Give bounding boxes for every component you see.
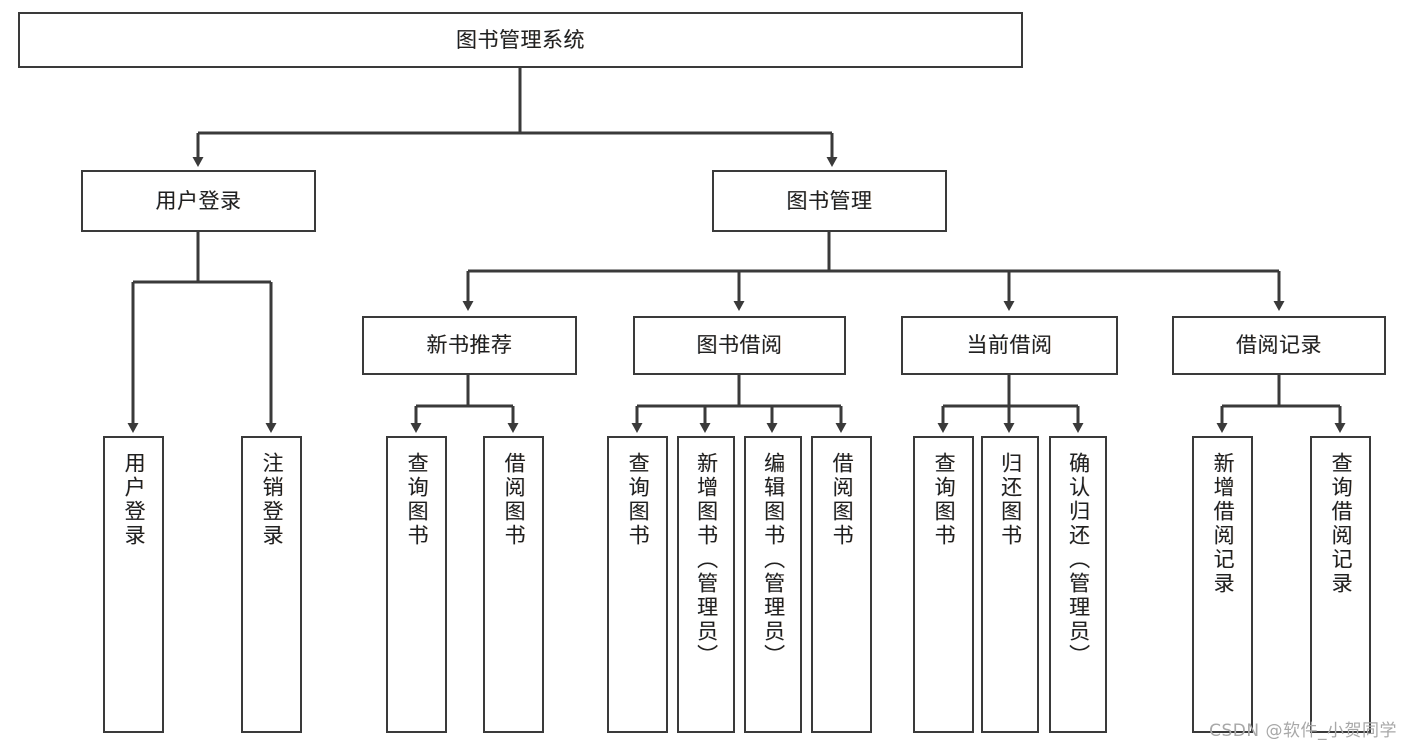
node-current-borrow[interactable]: 当前借阅 bbox=[901, 316, 1118, 375]
node-label: 查询图书 bbox=[932, 452, 957, 548]
node-label: 图书管理系统 bbox=[456, 27, 585, 52]
node-label: 查询图书 bbox=[626, 452, 651, 548]
leaf-borrow-record-add-record[interactable]: 新增借阅记录 bbox=[1192, 436, 1253, 733]
node-label: 借阅图书 bbox=[830, 452, 855, 548]
leaf-borrow-record-query-record[interactable]: 查询借阅记录 bbox=[1310, 436, 1371, 733]
node-user-login[interactable]: 用户登录 bbox=[81, 170, 316, 232]
node-label: 查询借阅记录 bbox=[1329, 452, 1354, 596]
node-label: 当前借阅 bbox=[966, 333, 1053, 358]
leaf-current-borrow-confirm-return-admin[interactable]: 确认归还（管理员） bbox=[1049, 436, 1107, 733]
node-label: 查询图书 bbox=[405, 452, 430, 548]
node-label: 新增图书（管理员） bbox=[694, 452, 719, 668]
leaf-book-borrow-add-book-admin[interactable]: 新增图书（管理员） bbox=[677, 436, 735, 733]
node-label: 编辑图书（管理员） bbox=[761, 452, 786, 668]
leaf-user-login-logout[interactable]: 注销登录 bbox=[241, 436, 302, 733]
node-label: 确认归还（管理员） bbox=[1066, 452, 1091, 668]
leaf-book-borrow-edit-book-admin[interactable]: 编辑图书（管理员） bbox=[744, 436, 802, 733]
node-root-book-management-system[interactable]: 图书管理系统 bbox=[18, 12, 1023, 68]
leaf-current-borrow-return-book[interactable]: 归还图书 bbox=[981, 436, 1039, 733]
node-label: 新书推荐 bbox=[426, 333, 513, 358]
node-label: 归还图书 bbox=[998, 452, 1023, 548]
node-label: 图书管理 bbox=[786, 188, 873, 213]
node-borrow-record[interactable]: 借阅记录 bbox=[1172, 316, 1386, 375]
node-label: 借阅图书 bbox=[502, 452, 527, 548]
node-label: 用户登录 bbox=[155, 188, 242, 213]
node-label: 用户登录 bbox=[122, 452, 147, 548]
csdn-watermark: CSDN @软件_小贺同学 bbox=[1209, 721, 1397, 741]
node-book-management[interactable]: 图书管理 bbox=[712, 170, 947, 232]
leaf-book-borrow-query-book[interactable]: 查询图书 bbox=[607, 436, 668, 733]
node-label: 图书借阅 bbox=[696, 333, 783, 358]
node-label: 借阅记录 bbox=[1236, 333, 1322, 358]
leaf-user-login-login[interactable]: 用户登录 bbox=[103, 436, 164, 733]
leaf-new-book-query-book[interactable]: 查询图书 bbox=[386, 436, 447, 733]
leaf-current-borrow-query-book[interactable]: 查询图书 bbox=[913, 436, 974, 733]
node-book-borrow[interactable]: 图书借阅 bbox=[633, 316, 846, 375]
leaf-book-borrow-borrow-book[interactable]: 借阅图书 bbox=[811, 436, 872, 733]
node-label: 新增借阅记录 bbox=[1211, 452, 1236, 596]
node-new-book-recommend[interactable]: 新书推荐 bbox=[362, 316, 577, 375]
leaf-new-book-borrow-book[interactable]: 借阅图书 bbox=[483, 436, 544, 733]
node-label: 注销登录 bbox=[260, 452, 285, 548]
